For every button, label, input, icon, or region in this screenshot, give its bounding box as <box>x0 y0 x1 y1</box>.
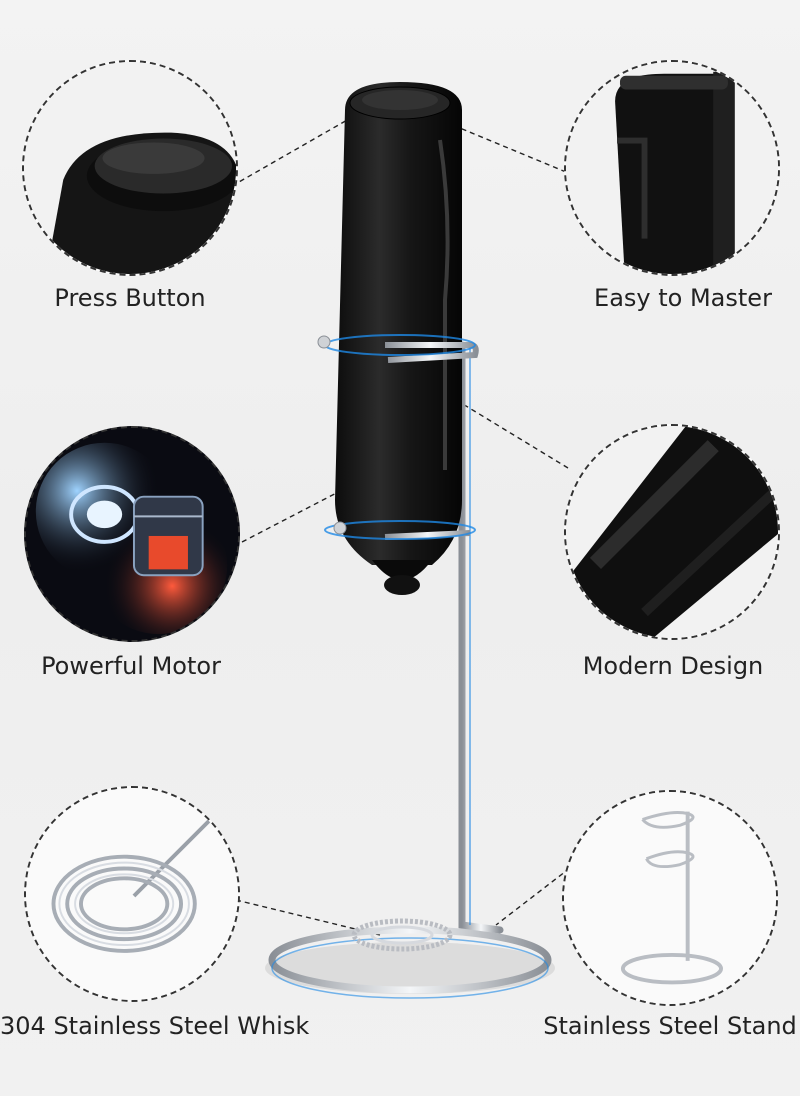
easy-to-master-image <box>564 60 780 276</box>
matte-body-icon <box>566 426 778 638</box>
stand-image <box>562 790 778 1006</box>
press-button-label: Press Button <box>54 284 206 312</box>
whisk-label: 304 Stainless Steel Whisk <box>0 1012 310 1040</box>
modern-design-label: Modern Design <box>582 652 764 680</box>
milk-frother-product <box>265 82 555 999</box>
powerful-motor-image <box>24 426 240 642</box>
spiral-whisk-icon <box>26 788 238 1000</box>
powerful-motor-label: Powerful Motor <box>41 652 221 680</box>
press-button-icon <box>24 62 236 274</box>
modern-design-image <box>564 424 780 640</box>
wire-stand-icon <box>564 792 776 1004</box>
press-button-closeup-image <box>22 60 238 276</box>
easy-to-master-label: Easy to Master <box>594 284 772 312</box>
motor-cutaway-icon <box>26 428 238 640</box>
frother-head-icon <box>566 62 778 274</box>
whisk-image <box>24 786 240 1002</box>
stand-label: Stainless Steel Stand <box>543 1012 797 1040</box>
